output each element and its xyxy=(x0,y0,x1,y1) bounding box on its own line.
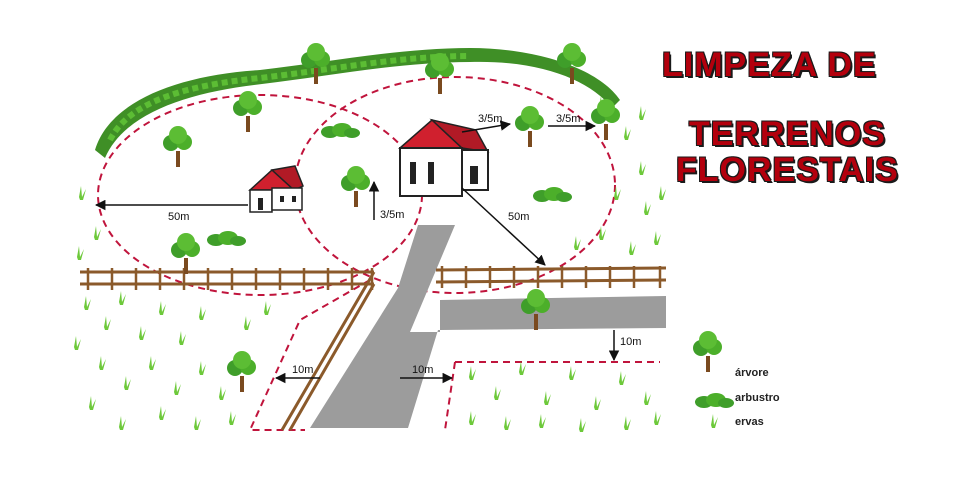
label-radius-right: 50m xyxy=(508,211,529,223)
legend-tree-label: árvore xyxy=(735,367,769,379)
fences xyxy=(80,266,667,431)
label-tree-top: 3/5m xyxy=(478,113,502,125)
house-large xyxy=(398,118,490,197)
label-tree-middle: 3/5m xyxy=(380,209,404,221)
page-title-line1: LIMPEZA DE xyxy=(662,46,877,84)
label-radius-left: 50m xyxy=(168,211,189,223)
legend-herbs-label: ervas xyxy=(735,416,764,428)
label-road-center: 10m xyxy=(412,364,433,376)
legend-shrub-label: arbustro xyxy=(735,392,780,404)
measure-arrows xyxy=(94,120,620,384)
hedge-top xyxy=(95,48,620,158)
label-tree-right: 3/5m xyxy=(556,113,580,125)
legend-tree-icon xyxy=(693,331,722,372)
page-title-block: TERRENOS FLORESTAIS xyxy=(676,116,899,188)
legend-shrub-icon xyxy=(695,393,734,408)
page-title-line3: FLORESTAIS xyxy=(676,151,899,189)
label-road-right: 10m xyxy=(620,336,641,348)
label-road-left: 10m xyxy=(292,364,313,376)
legend-grass-icon xyxy=(708,414,718,428)
house-small xyxy=(248,165,304,213)
page-title-line2: TERRENOS xyxy=(688,115,886,153)
roads xyxy=(310,225,666,428)
legend: árvore arbustro ervas xyxy=(693,331,780,428)
